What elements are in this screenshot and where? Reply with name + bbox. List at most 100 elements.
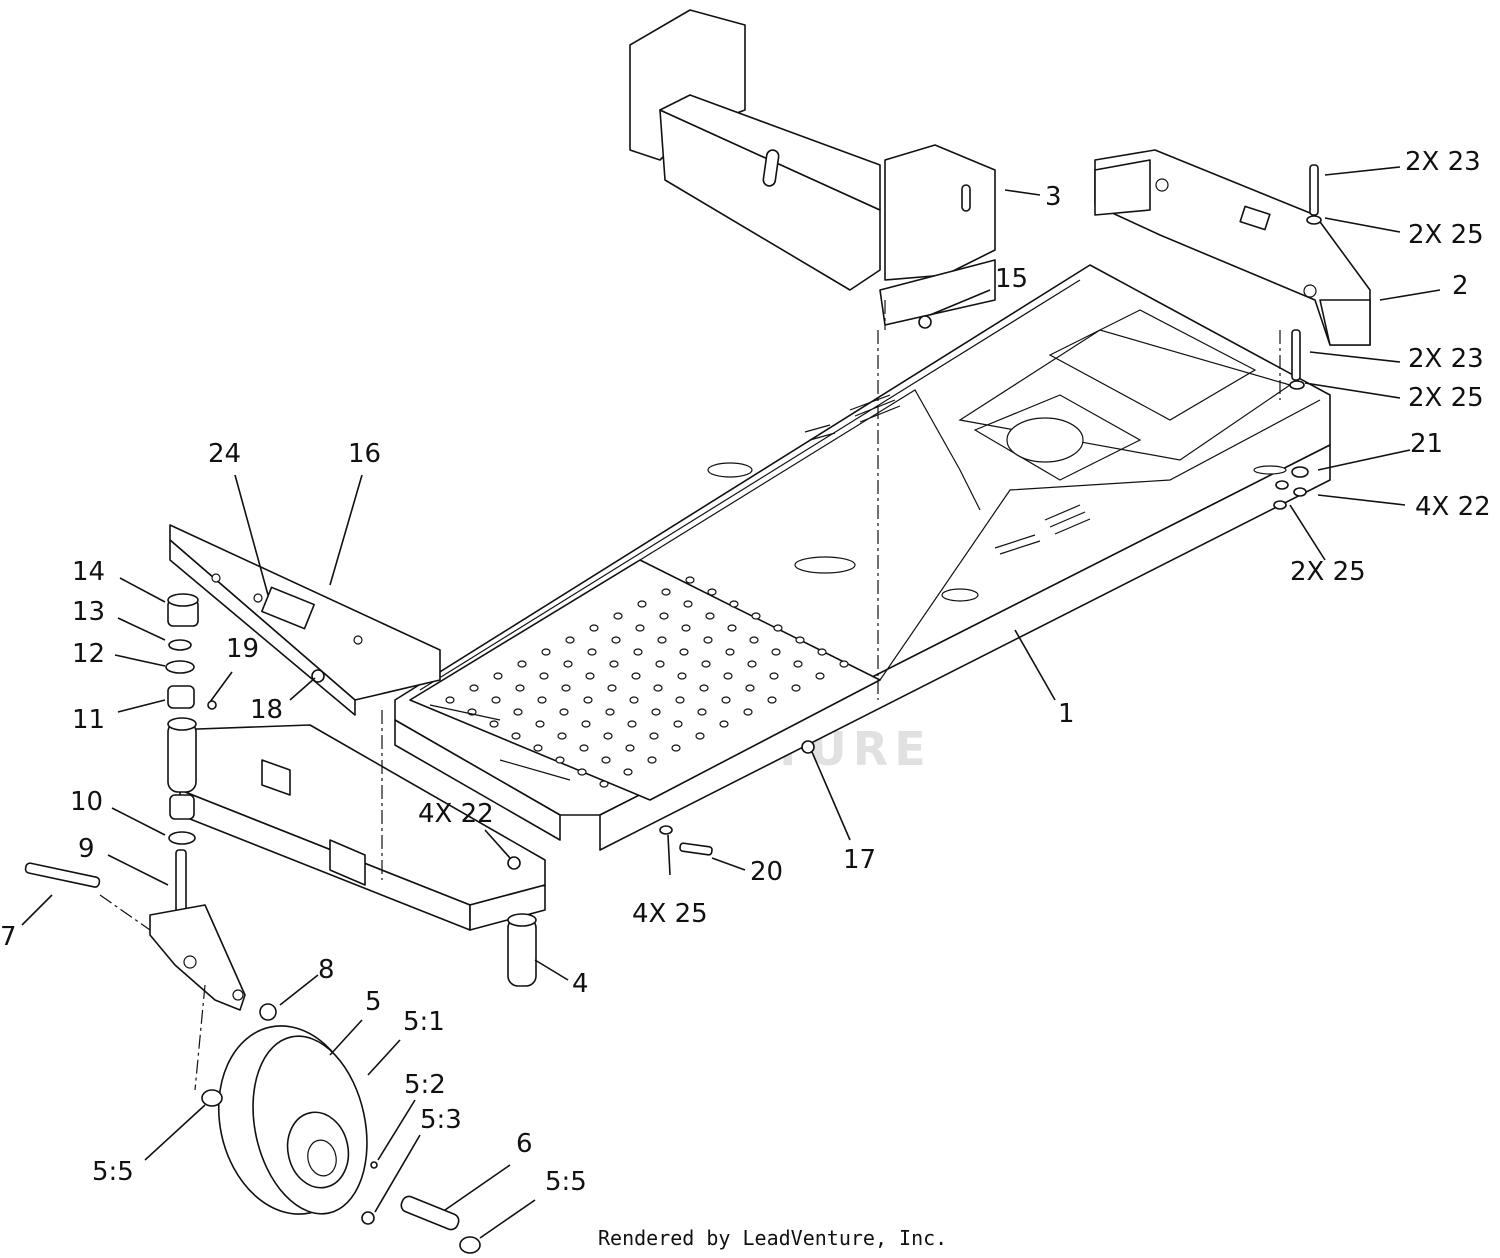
floor-hole bbox=[539, 672, 549, 680]
floor-hole bbox=[649, 732, 659, 740]
callout-10: 10 bbox=[70, 787, 103, 817]
floor-hole bbox=[677, 672, 687, 680]
callout-2x23-mid: 2X 23 bbox=[1408, 344, 1484, 374]
callout-13: 13 bbox=[72, 597, 105, 627]
floor-hole bbox=[537, 696, 547, 704]
floor-hole bbox=[653, 684, 663, 692]
alignment-lines bbox=[99, 300, 1281, 1091]
floor-hole bbox=[603, 732, 613, 740]
floor-hole bbox=[625, 744, 635, 752]
floor-hole bbox=[633, 648, 643, 656]
floor-hole bbox=[719, 720, 729, 728]
floor-hole bbox=[631, 672, 641, 680]
callout-4x22-right: 4X 22 bbox=[1415, 492, 1491, 522]
callout-20: 20 bbox=[750, 857, 783, 887]
floor-hole bbox=[601, 756, 611, 764]
floor-hole bbox=[727, 624, 737, 632]
callout-1: 1 bbox=[1058, 699, 1075, 729]
callout-3: 3 bbox=[1045, 182, 1062, 212]
callout-19: 19 bbox=[226, 634, 259, 664]
callout-11: 11 bbox=[72, 705, 105, 735]
floor-hole bbox=[701, 660, 711, 668]
callout-5-1: 5:1 bbox=[403, 1007, 445, 1037]
callout-2x23-top: 2X 23 bbox=[1405, 147, 1481, 177]
floor-hole bbox=[767, 696, 777, 704]
floor-hole bbox=[817, 648, 827, 656]
floor-hole bbox=[699, 684, 709, 692]
callout-5: 5 bbox=[365, 987, 382, 1017]
floor-hole bbox=[559, 708, 569, 716]
floor-hole bbox=[599, 780, 609, 788]
floor-hole bbox=[659, 612, 669, 620]
callout-4x25: 4X 25 bbox=[632, 899, 708, 929]
floor-hole bbox=[681, 624, 691, 632]
front-bumper-part-16 bbox=[169, 524, 441, 716]
floor-hole bbox=[469, 684, 479, 692]
floor-hole bbox=[515, 684, 525, 692]
callout-12: 12 bbox=[72, 639, 105, 669]
floor-hole bbox=[445, 696, 455, 704]
floor-hole bbox=[749, 636, 759, 644]
floor-hole bbox=[657, 636, 667, 644]
floor-hole bbox=[685, 576, 695, 584]
floor-hole bbox=[793, 660, 803, 668]
floor-hole bbox=[769, 672, 779, 680]
callout-4x22-left: 4X 22 bbox=[418, 799, 494, 829]
floor-hole bbox=[795, 636, 805, 644]
floor-hole bbox=[613, 612, 623, 620]
floor-hole bbox=[585, 672, 595, 680]
callout-labels: 1 2 3 15 2X 23 2X 25 2X 23 2X 25 21 4X 2… bbox=[0, 147, 1491, 1197]
floor-hole bbox=[579, 744, 589, 752]
seat-support-part-3 bbox=[629, 9, 996, 326]
floor-hole bbox=[751, 612, 761, 620]
floor-hole bbox=[513, 708, 523, 716]
floor-hole bbox=[771, 648, 781, 656]
callout-16: 16 bbox=[348, 439, 381, 469]
floor-hole bbox=[589, 624, 599, 632]
hardware bbox=[24, 164, 1322, 1254]
callout-2: 2 bbox=[1452, 271, 1469, 301]
floor-hole bbox=[679, 648, 689, 656]
floor-hole bbox=[517, 660, 527, 668]
floor-hole bbox=[697, 708, 707, 716]
callout-6: 6 bbox=[516, 1129, 533, 1159]
floor-hole bbox=[683, 600, 693, 608]
floor-hole bbox=[583, 696, 593, 704]
floor-hole bbox=[557, 732, 567, 740]
floor-pan-holes bbox=[445, 576, 849, 788]
callout-5-3: 5:3 bbox=[420, 1105, 462, 1135]
floor-hole bbox=[671, 744, 681, 752]
callout-2x25-top: 2X 25 bbox=[1408, 220, 1484, 250]
floor-hole bbox=[605, 708, 615, 716]
callout-14: 14 bbox=[72, 557, 105, 587]
floor-hole bbox=[533, 744, 543, 752]
floor-hole bbox=[673, 720, 683, 728]
floor-hole bbox=[565, 636, 575, 644]
floor-hole bbox=[611, 636, 621, 644]
floor-hole bbox=[491, 696, 501, 704]
rear-bumper-part-2 bbox=[1094, 149, 1371, 346]
floor-hole bbox=[773, 624, 783, 632]
floor-hole bbox=[627, 720, 637, 728]
floor-hole bbox=[561, 684, 571, 692]
frame-part-1 bbox=[394, 264, 1331, 851]
floor-hole bbox=[535, 720, 545, 728]
floor-hole bbox=[607, 684, 617, 692]
floor-hole bbox=[647, 756, 657, 764]
callout-8: 8 bbox=[318, 955, 335, 985]
floor-hole bbox=[651, 708, 661, 716]
callout-5-5-right: 5:5 bbox=[545, 1167, 587, 1197]
floor-hole bbox=[707, 588, 717, 596]
floor-hole bbox=[609, 660, 619, 668]
floor-hole bbox=[581, 720, 591, 728]
callout-2x25-bottom: 2X 25 bbox=[1290, 557, 1366, 587]
floor-hole bbox=[587, 648, 597, 656]
floor-hole bbox=[637, 600, 647, 608]
floor-hole bbox=[791, 684, 801, 692]
callout-15: 15 bbox=[995, 264, 1028, 294]
floor-hole bbox=[577, 768, 587, 776]
floor-hole bbox=[725, 648, 735, 656]
floor-hole bbox=[703, 636, 713, 644]
floor-hole bbox=[695, 732, 705, 740]
